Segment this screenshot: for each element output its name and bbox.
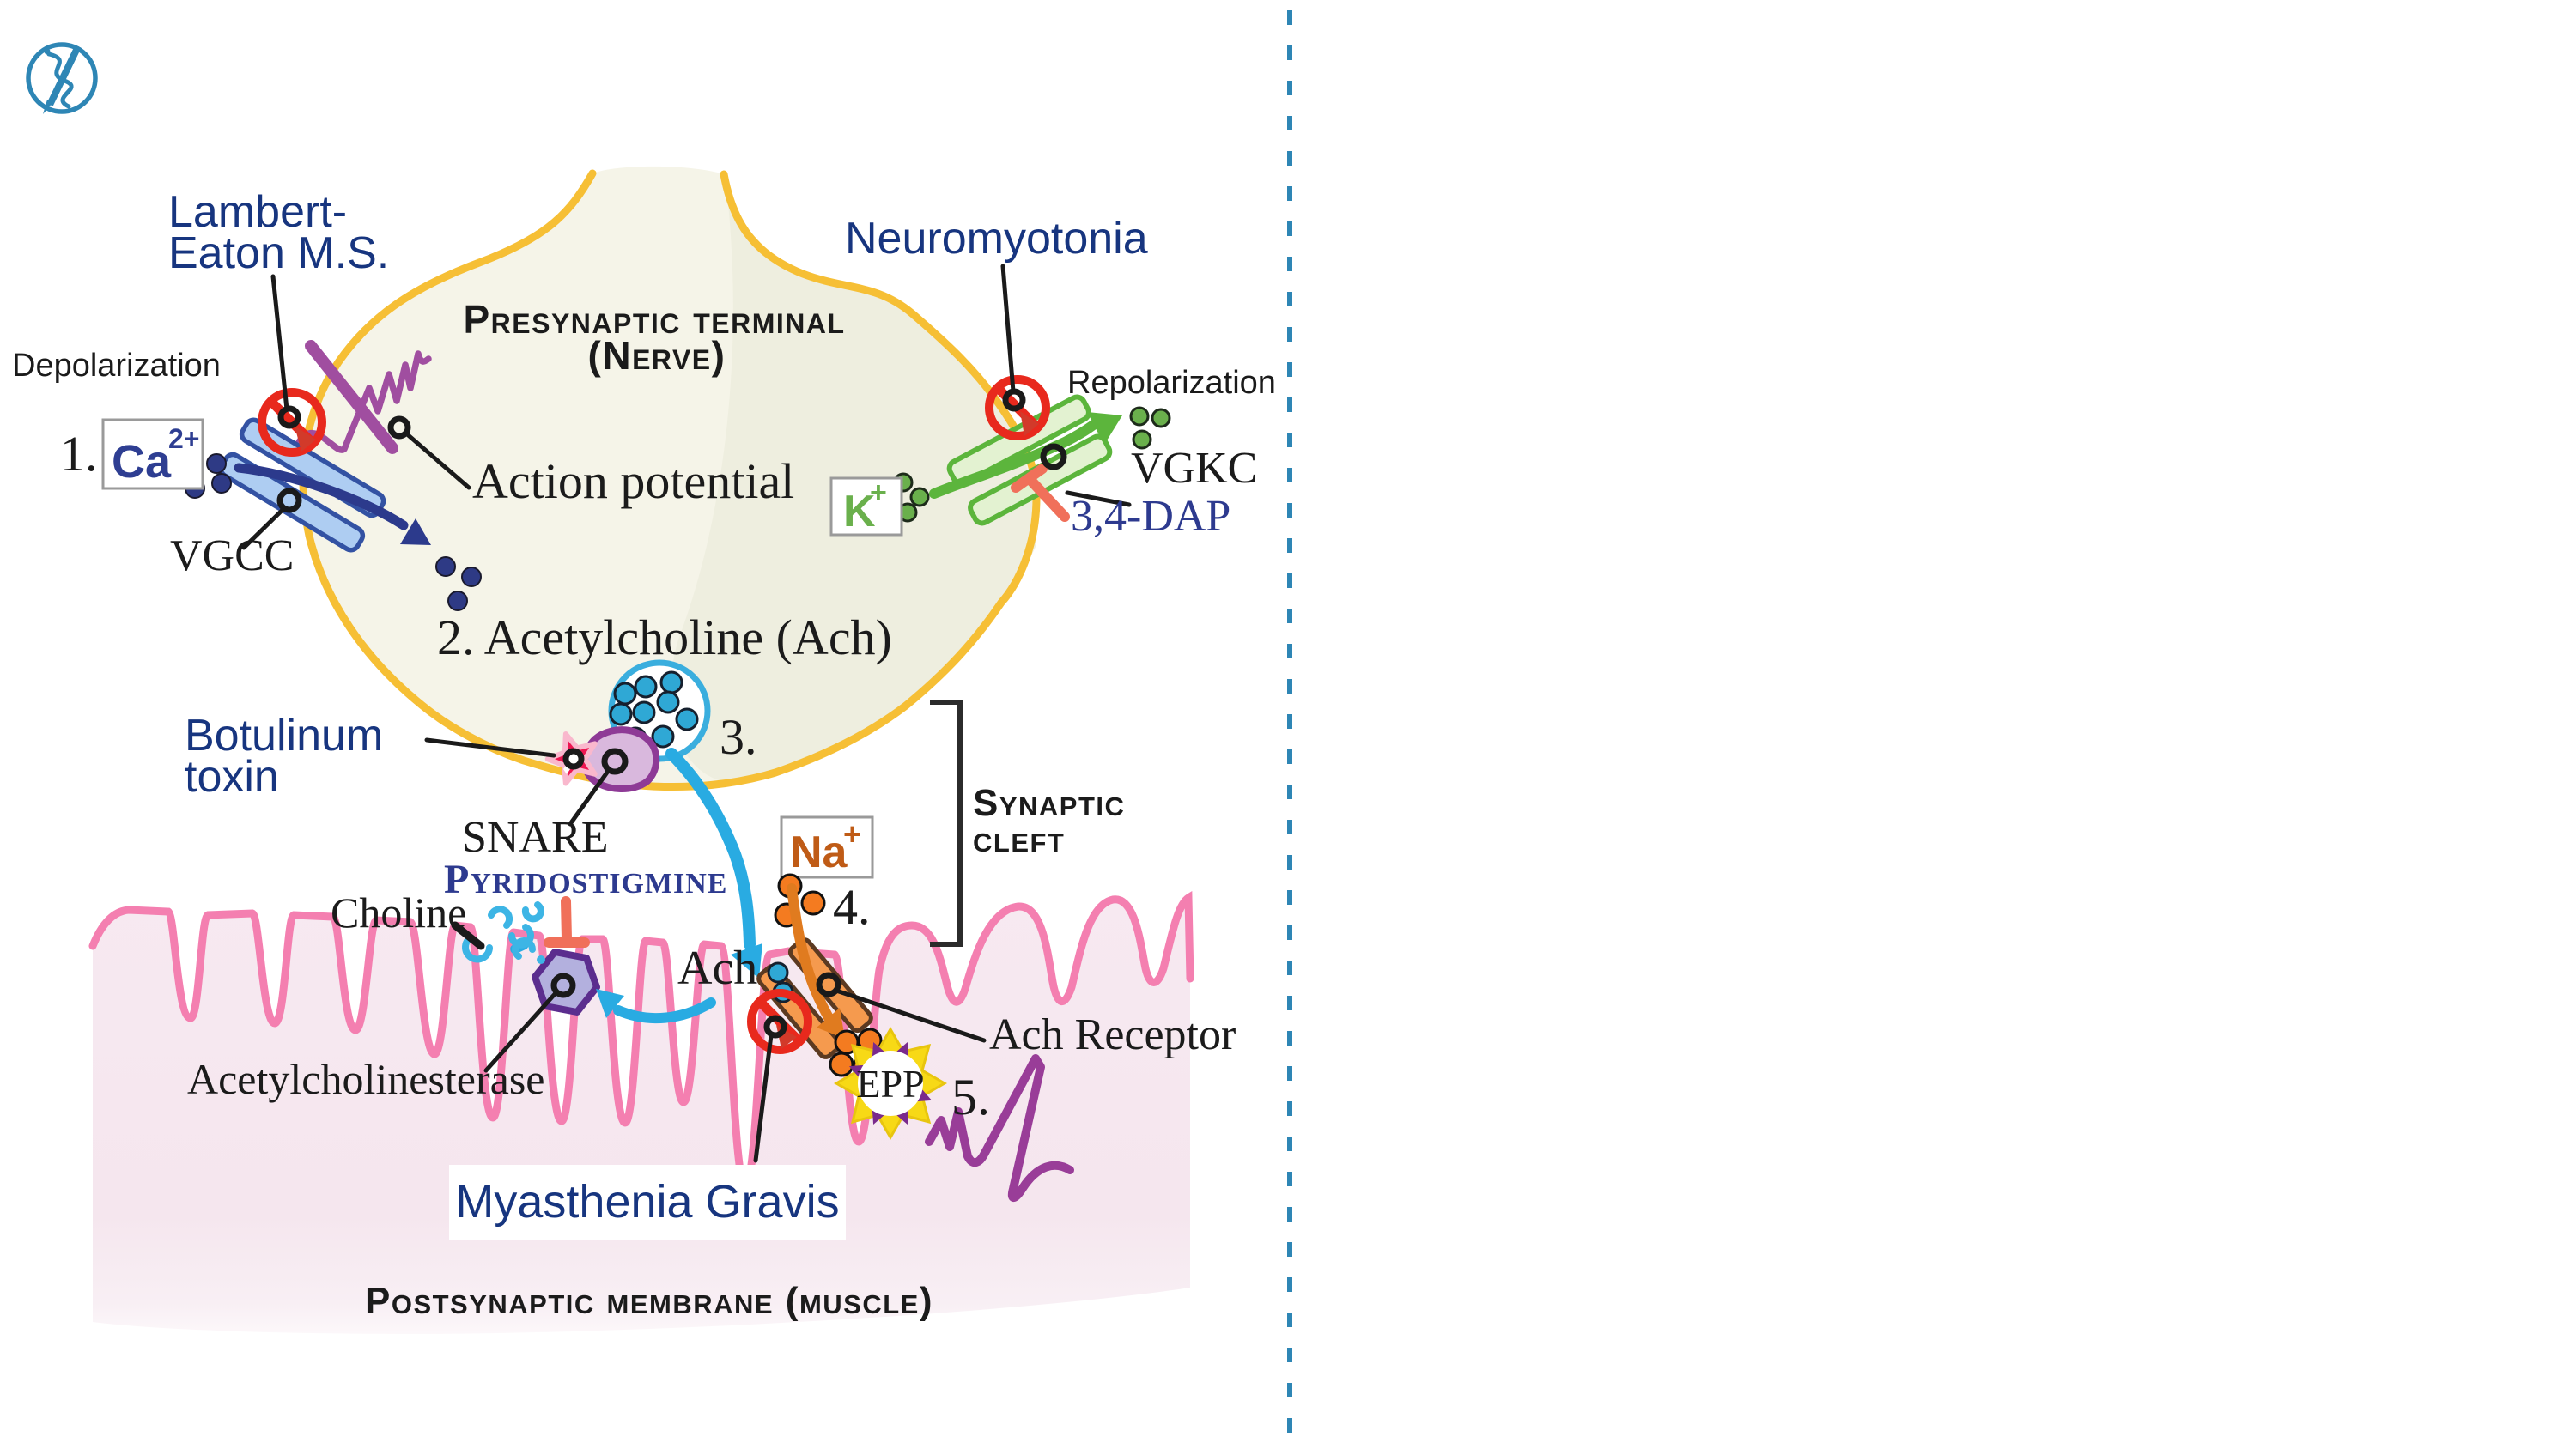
presynaptic-title: Presynaptic terminal — [463, 297, 845, 342]
rod-of-asclepius-icon — [26, 42, 98, 114]
step4-number: 4. — [833, 879, 871, 935]
action-potential-squiggle — [295, 340, 432, 454]
ach-molecules — [609, 670, 699, 750]
na-charge: + — [843, 816, 861, 852]
neuromyotonia-label: Neuromyotonia — [845, 214, 1148, 264]
exocytosis-arrow — [665, 748, 756, 950]
leader-lines — [241, 264, 1132, 1163]
synaptic-cleft-label-line2: cleft — [973, 818, 1065, 860]
presynaptic-terminal-shape — [299, 166, 1041, 791]
step1-number: 1. — [60, 426, 98, 482]
ca-ion-box — [101, 418, 204, 490]
muscle-action-potential-squiggle — [925, 1054, 1074, 1202]
snare-label: SNARE — [462, 813, 608, 862]
step3-number: 3. — [720, 709, 757, 765]
dap-label: 3,4-DAP — [1071, 492, 1230, 541]
vgkc-label: VGKC — [1131, 444, 1257, 493]
ach-receptor-label: Ach Receptor — [989, 1010, 1236, 1059]
repolarization-label: Repolarization — [1067, 365, 1276, 401]
step2-acetylcholine-label: 2. Acetylcholine (Ach) — [437, 609, 892, 665]
pyridostigmine-label: Pyridostigmine — [444, 857, 727, 902]
ca-influx-arrowhead — [400, 518, 431, 545]
ca-ions — [185, 453, 482, 611]
terminal-membrane — [299, 169, 1041, 791]
depolarization-label: Depolarization — [12, 348, 221, 384]
step5-number: 5. — [951, 1069, 990, 1125]
k-charge: + — [870, 476, 887, 509]
lambert-eaton-label-line1: Lambert- — [168, 187, 347, 237]
presynaptic-subtitle: (Nerve) — [588, 333, 726, 378]
exocytosis-arrowhead — [731, 943, 762, 979]
myasthenia-label: Myasthenia Gravis — [455, 1176, 839, 1228]
vgcc-label: VGCC — [170, 531, 294, 580]
anchor-ring-icons — [276, 388, 1067, 1039]
dap-inhibitor-icon — [1011, 464, 1070, 522]
k-ion-box — [829, 476, 903, 537]
ach-breakdown-arrow — [613, 997, 716, 1023]
na-influx-arrow — [787, 883, 838, 1030]
action-potential-label: Action potential — [472, 453, 794, 509]
acetylcholinesterase-label: Acetylcholinesterase — [187, 1055, 544, 1103]
epp-label: EPP — [856, 1062, 924, 1106]
na-ion-box — [780, 815, 874, 879]
ca-symbol: Ca — [112, 436, 172, 488]
ca-influx-arrow — [234, 463, 409, 530]
snare-complex — [580, 726, 660, 792]
k-symbol: K — [843, 487, 876, 537]
synaptic-cleft-label-line1: Synaptic — [973, 782, 1125, 824]
lambert-eaton-label-line2: Eaton M.S. — [168, 228, 389, 278]
muscle-fill — [93, 898, 1190, 1334]
synaptic-cleft-bracket — [930, 700, 963, 947]
ach-breakdown-arrowhead — [596, 989, 624, 1018]
na-influx-arrowhead — [817, 1008, 845, 1039]
epp-star-icon — [833, 1026, 948, 1141]
botulinum-label-line2: toxin — [185, 752, 279, 802]
ca-charge: 2+ — [168, 423, 199, 454]
ach-label: Ach — [677, 942, 757, 995]
k-efflux-arrowhead — [1087, 412, 1122, 445]
botulinum-label-line1: Botulinum — [185, 711, 383, 761]
choline-label: Choline — [331, 888, 466, 937]
muscle-membrane — [88, 891, 1194, 1334]
postsynaptic-title: Postsynaptic membrane (muscle) — [365, 1280, 933, 1322]
muscle-membrane-line — [88, 891, 1194, 1191]
myasthenia-label-box — [449, 1165, 846, 1240]
pyridostigmine-inhibitor-icon — [544, 896, 590, 948]
na-symbol: Na — [790, 828, 848, 877]
choline-fragments — [462, 901, 545, 964]
